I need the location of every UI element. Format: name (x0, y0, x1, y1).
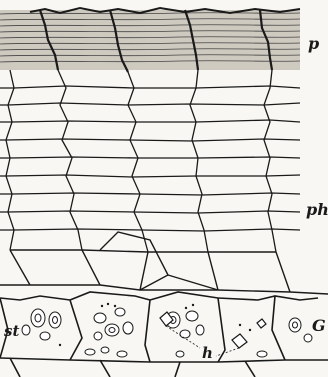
phelloderm-cells (0, 70, 300, 252)
label-st: st (4, 324, 19, 339)
cork-layer (0, 8, 300, 72)
label-p: p (308, 36, 319, 52)
label-G: G (312, 318, 326, 334)
label-h: h (202, 346, 213, 361)
label-ph: ph (306, 202, 328, 218)
transition-cells (0, 232, 328, 294)
